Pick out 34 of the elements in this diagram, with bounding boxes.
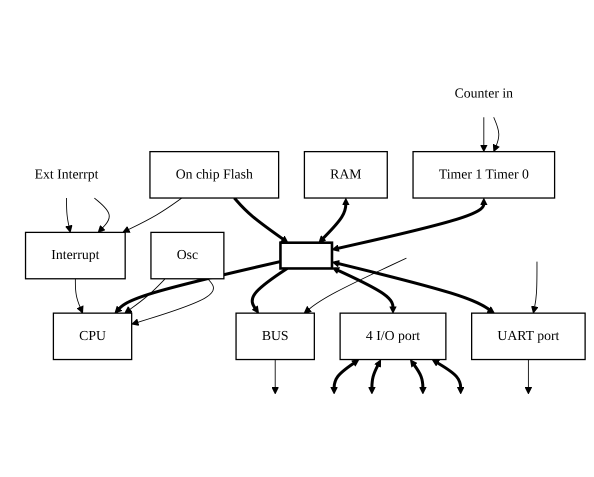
arrow xyxy=(524,359,532,394)
node-box: Osc xyxy=(150,232,225,280)
node-box: Timer 1 Timer 0 xyxy=(412,151,556,199)
arrow xyxy=(318,198,350,244)
arrow xyxy=(65,198,73,233)
arrow xyxy=(332,198,488,252)
arrow xyxy=(492,116,500,152)
node-box: Interrupt xyxy=(24,232,126,280)
arrow xyxy=(94,198,110,233)
node-box: On chip Flash xyxy=(149,151,280,199)
arrow xyxy=(410,360,427,394)
arrow xyxy=(122,198,182,233)
arrow xyxy=(233,197,288,244)
arrow xyxy=(74,278,84,314)
node-box: RAM xyxy=(304,151,388,199)
arrow xyxy=(304,258,407,314)
node-text: Counter in xyxy=(454,86,514,102)
node-box: 4 I/O port xyxy=(339,312,447,360)
node-box: CPU xyxy=(52,312,132,360)
node-bar xyxy=(279,242,334,270)
arrow xyxy=(124,278,166,314)
node-text: Ext Interrpt xyxy=(34,167,98,182)
arrow xyxy=(531,261,538,314)
arrow xyxy=(131,278,214,326)
node-box: BUS xyxy=(235,312,315,360)
arrow xyxy=(114,260,281,314)
arrow xyxy=(368,360,382,394)
arrow xyxy=(332,260,495,314)
arrow xyxy=(432,359,464,394)
node-box: UART port xyxy=(471,312,586,360)
arrow xyxy=(271,359,279,394)
arrow xyxy=(480,116,488,152)
arrow xyxy=(330,359,360,394)
arrow xyxy=(332,267,397,314)
